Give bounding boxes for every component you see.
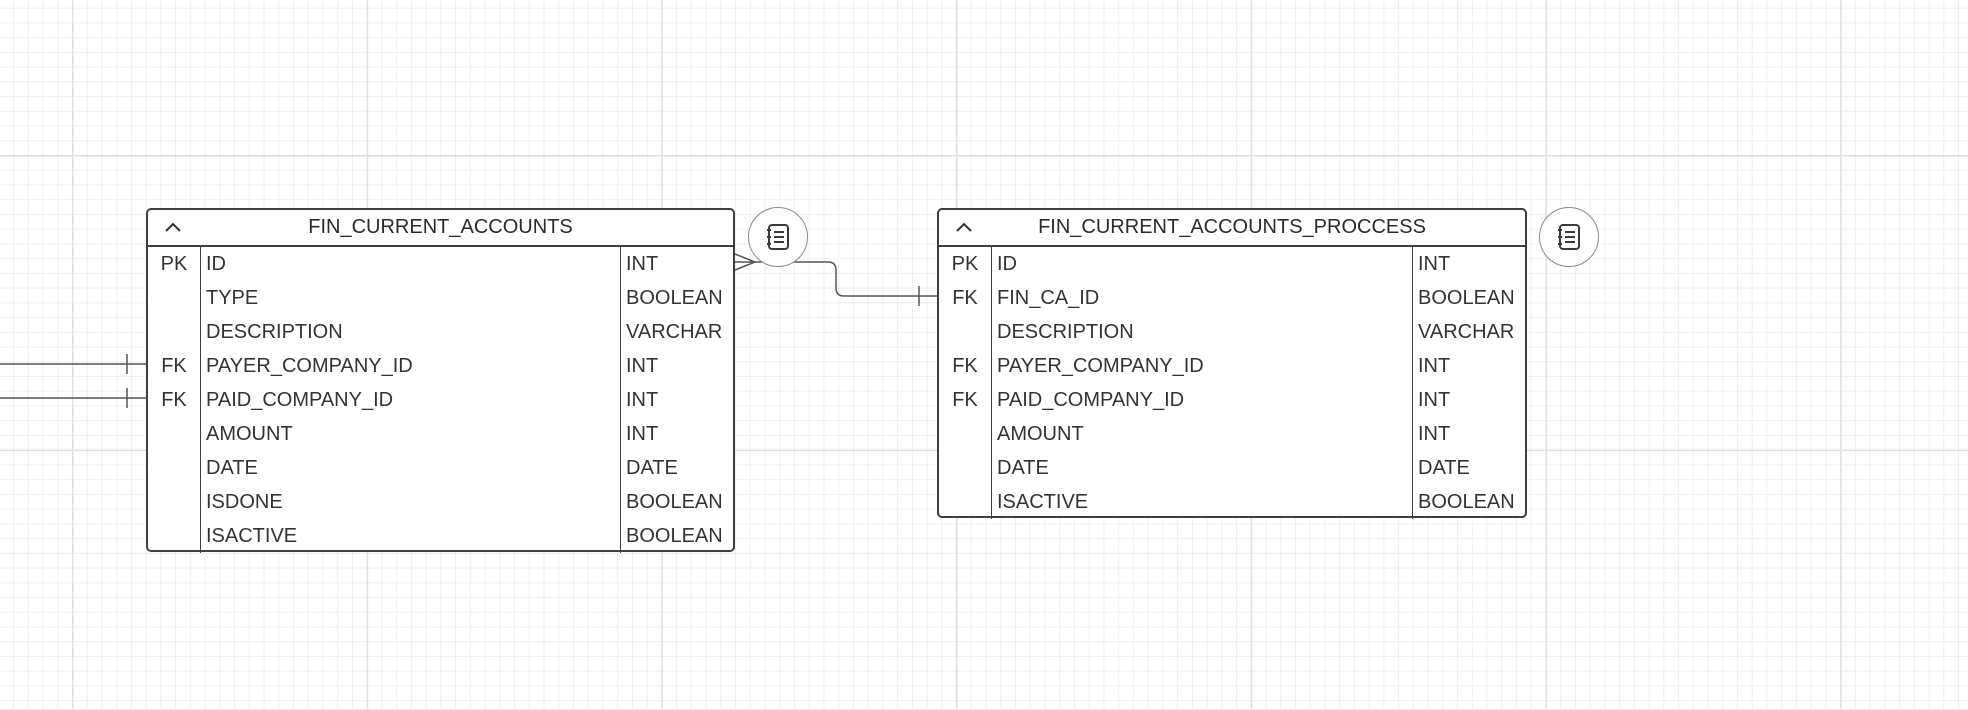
- column-row[interactable]: FK PAID_COMPANY_ID INT: [148, 383, 733, 417]
- table-columns: PK ID INT FK FIN_CA_ID BOOLEAN DESCRIPTI…: [939, 247, 1525, 519]
- column-type: VARCHAR: [1412, 315, 1525, 349]
- column-name: ISACTIVE: [991, 485, 1412, 519]
- column-row[interactable]: FK PAYER_COMPANY_ID INT: [148, 349, 733, 383]
- column-name: AMOUNT: [200, 417, 620, 451]
- table-header[interactable]: FIN_CURRENT_ACCOUNTS_PROCCESS: [939, 210, 1525, 247]
- table-header[interactable]: FIN_CURRENT_ACCOUNTS: [148, 210, 733, 247]
- relation-line-fin-ca: [735, 261, 937, 297]
- column-row[interactable]: ISDONE BOOLEAN: [148, 485, 733, 519]
- table-title: FIN_CURRENT_ACCOUNTS_PROCCESS: [1038, 216, 1426, 238]
- column-type: INT: [1412, 349, 1525, 383]
- column-name: ISDONE: [200, 485, 620, 519]
- column-row[interactable]: FK PAYER_COMPANY_ID INT: [939, 349, 1525, 383]
- table-columns: PK ID INT TYPE BOOLEAN DESCRIPTION VARCH…: [148, 247, 733, 553]
- column-name: DESCRIPTION: [991, 315, 1412, 349]
- column-type: BOOLEAN: [620, 485, 733, 519]
- key-cell: FK: [161, 388, 187, 411]
- column-type: INT: [620, 417, 733, 451]
- key-cell: PK: [951, 252, 979, 275]
- column-name: DATE: [200, 451, 620, 485]
- key-cell: FK: [161, 354, 187, 377]
- column-row[interactable]: DATE DATE: [148, 451, 733, 485]
- column-type: INT: [1412, 417, 1525, 451]
- column-row[interactable]: FK FIN_CA_ID BOOLEAN: [939, 281, 1525, 315]
- column-name: PAID_COMPANY_ID: [991, 383, 1412, 417]
- column-name: DATE: [991, 451, 1412, 485]
- key-cell: FK: [952, 354, 978, 377]
- column-row[interactable]: FK PAID_COMPANY_ID INT: [939, 383, 1525, 417]
- column-row[interactable]: PK ID INT: [939, 247, 1525, 281]
- column-type: DATE: [620, 451, 733, 485]
- table-fin-current-accounts-proccess[interactable]: FIN_CURRENT_ACCOUNTS_PROCCESS PK ID INT …: [937, 208, 1527, 519]
- column-row[interactable]: DATE DATE: [939, 451, 1525, 485]
- column-row[interactable]: ISACTIVE BOOLEAN: [939, 485, 1525, 519]
- table-notes-button[interactable]: [1539, 207, 1599, 267]
- column-row[interactable]: PK ID INT: [148, 247, 733, 281]
- column-name: AMOUNT: [991, 417, 1412, 451]
- column-row[interactable]: AMOUNT INT: [939, 417, 1525, 451]
- column-name: PAYER_COMPANY_ID: [991, 349, 1412, 383]
- column-type: INT: [1412, 247, 1525, 281]
- chevron-up-icon[interactable]: [162, 216, 184, 238]
- column-type: INT: [620, 349, 733, 383]
- table-notes-button[interactable]: [748, 207, 808, 267]
- column-type: INT: [620, 247, 733, 281]
- column-type: VARCHAR: [620, 315, 733, 349]
- column-type: BOOLEAN: [1412, 281, 1525, 315]
- column-type: INT: [1412, 383, 1525, 417]
- column-name: ISACTIVE: [200, 519, 620, 553]
- column-type: DATE: [1412, 451, 1525, 485]
- column-name: DESCRIPTION: [200, 315, 620, 349]
- column-type: INT: [620, 383, 733, 417]
- column-type: BOOLEAN: [1412, 485, 1525, 519]
- table-fin-current-accounts[interactable]: FIN_CURRENT_ACCOUNTS PK ID INT TYPE BOOL…: [146, 208, 735, 553]
- column-row[interactable]: ISACTIVE BOOLEAN: [148, 519, 733, 553]
- column-name: ID: [200, 247, 620, 281]
- column-name: PAID_COMPANY_ID: [200, 383, 620, 417]
- column-name: FIN_CA_ID: [991, 281, 1412, 315]
- key-cell: FK: [952, 286, 978, 309]
- table-title: FIN_CURRENT_ACCOUNTS: [308, 216, 573, 238]
- column-name: PAYER_COMPANY_ID: [200, 349, 620, 383]
- notes-icon: [767, 224, 789, 250]
- column-row[interactable]: DESCRIPTION VARCHAR: [148, 315, 733, 349]
- column-type: BOOLEAN: [620, 281, 733, 315]
- column-type: BOOLEAN: [620, 519, 733, 553]
- relation-many-marker: [734, 253, 758, 271]
- column-row[interactable]: TYPE BOOLEAN: [148, 281, 733, 315]
- notes-icon: [1558, 224, 1580, 250]
- column-name: TYPE: [200, 281, 620, 315]
- key-cell: FK: [952, 388, 978, 411]
- column-row[interactable]: DESCRIPTION VARCHAR: [939, 315, 1525, 349]
- chevron-up-icon[interactable]: [953, 216, 975, 238]
- column-row[interactable]: AMOUNT INT: [148, 417, 733, 451]
- column-name: ID: [991, 247, 1412, 281]
- key-cell: PK: [160, 252, 188, 275]
